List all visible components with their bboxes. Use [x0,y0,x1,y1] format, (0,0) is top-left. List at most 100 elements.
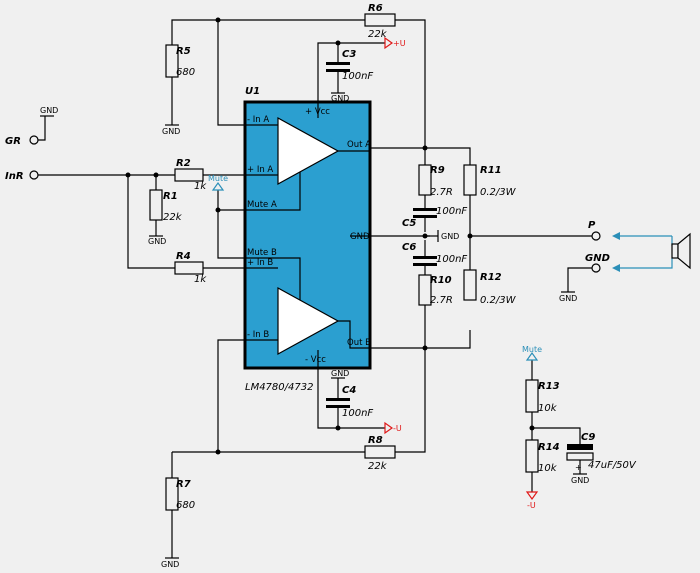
r13-ref: R13 [538,381,560,392]
opamp-b-triangle [277,286,340,356]
ic-part-number: LM4780/4732 [245,382,313,393]
r10-value: 2.7R [430,295,453,306]
r1-ref: R1 [163,191,178,202]
resistor-r14: R14 10k [525,439,560,474]
pin-mute-a: Mute A [247,200,277,210]
resistor-r10: R10 2.7R [418,274,453,306]
c3-value: 100nF [342,71,373,82]
resistor-r2: R2 1k [174,158,207,192]
r2-value: 1k [194,181,207,192]
speaker-icon [612,232,691,272]
c6-value: 100nF [436,254,467,265]
gnd-label-gr: GND [40,106,58,115]
r4-value: 1k [194,274,207,285]
gnd-label-c3: GND [331,94,349,103]
r10-ref: R10 [430,275,452,286]
ground-symbol-c3: GND [331,92,349,103]
r8-ref: R8 [368,435,383,446]
pin-out-b: Out B [347,338,371,348]
capacitor-c9: + C9 47uF/50V [566,432,637,472]
r4-ref: R4 [176,251,191,262]
ground-symbol-r5: GND [162,124,180,136]
resistor-r7: R7 680 [165,477,195,511]
gnd-connector-label: GND [585,253,610,264]
r5-ref: R5 [176,46,191,57]
supply-arrow-minus-u-mute: -U [525,491,539,510]
gnd-label-c9: GND [571,476,589,485]
r14-ref: R14 [538,442,560,453]
p-label: P [588,220,596,231]
mute-label-ic: Mute [208,174,228,183]
r7-ref: R7 [176,479,191,490]
c9-value: 47uF/50V [588,460,637,471]
c9-ref: C9 [581,432,595,443]
c3-ref: C3 [342,49,356,60]
connector-p: P [588,220,601,241]
pin-out-a: Out A [347,140,371,150]
connector-gnd: GND [585,253,610,273]
r9-ref: R9 [430,165,445,176]
ground-symbol-c9: GND [571,473,589,485]
resistor-r1: R1 22k [149,189,183,223]
c5-value: 100nF [436,206,467,217]
resistor-r5: R5 680 [165,44,195,78]
pin-vcc-plus: + Vcc [305,107,330,117]
r12-value: 0.2/3W [480,295,517,306]
c6-ref: C6 [402,242,416,253]
opamp-a-triangle [277,116,340,186]
r1-value: 22k [163,212,183,223]
pin-in-a-plus: + In A [247,165,273,175]
gnd-label-r7: GND [161,560,179,569]
capacitor-c3: C3 100nF [326,49,373,82]
mute-label-network: Mute [522,345,542,354]
ground-symbol-connector: GND [559,291,577,303]
r11-value: 0.2/3W [480,187,517,198]
r2-ref: R2 [176,158,191,169]
r11-ref: R11 [480,165,502,176]
connector-inr: InR [5,170,39,182]
capacitor-c4: C4 100nF [326,385,373,419]
wires [38,19,592,558]
pin-mute-b: Mute B [247,248,277,258]
connector-gr: GR [5,135,39,147]
ground-symbol-c4: GND [331,369,349,379]
c5-ref: C5 [402,218,416,229]
ground-symbol-gr: GND [40,106,58,117]
net-flag-mute-ic: Mute [208,174,228,191]
resistor-r13: R13 10k [525,379,560,414]
resistor-r8: R8 22k [364,435,396,472]
junctions [125,17,535,455]
gnd-label-c4: GND [331,369,349,378]
ic-u1: U1 LM4780/4732 + Vcc - Vcc - In A + In A… [243,86,372,393]
r8-value: 22k [368,461,388,472]
ic-ref: U1 [245,86,260,97]
r6-value: 22k [368,29,388,40]
resistor-r12: R12 0.2/3W [463,269,517,306]
capacitor-c6: C6 100nF [402,242,467,266]
gnd-label-connector: GND [559,294,577,303]
pin-gnd: GND [350,232,370,242]
inr-label: InR [5,171,24,182]
capacitor-c5: C5 100nF [402,206,467,229]
minus-u-label: -U [393,424,402,433]
minus-u-label-mute: -U [527,501,536,510]
gnd-label-r5: GND [162,127,180,136]
supply-arrow-plus-u: +U [384,36,406,50]
r12-ref: R12 [480,272,502,283]
net-flag-mute-network: Mute [522,345,542,361]
c4-value: 100nF [342,408,373,419]
gnd-label-c5: GND [441,232,459,241]
r9-value: 2.7R [430,187,453,198]
svg-text:+: + [575,463,582,472]
ground-symbol-c5: GND [437,230,459,242]
r6-ref: R6 [368,3,383,14]
ground-symbol-r1: GND [148,235,166,246]
plus-u-label: +U [393,39,406,48]
resistor-r11: R11 0.2/3W [463,164,517,198]
supply-arrow-minus-u: -U [384,421,402,435]
pin-vcc-minus: - Vcc [305,355,326,365]
r7-value: 680 [176,500,195,511]
pin-in-a-minus: - In A [247,115,269,125]
gnd-label-r1: GND [148,237,166,246]
